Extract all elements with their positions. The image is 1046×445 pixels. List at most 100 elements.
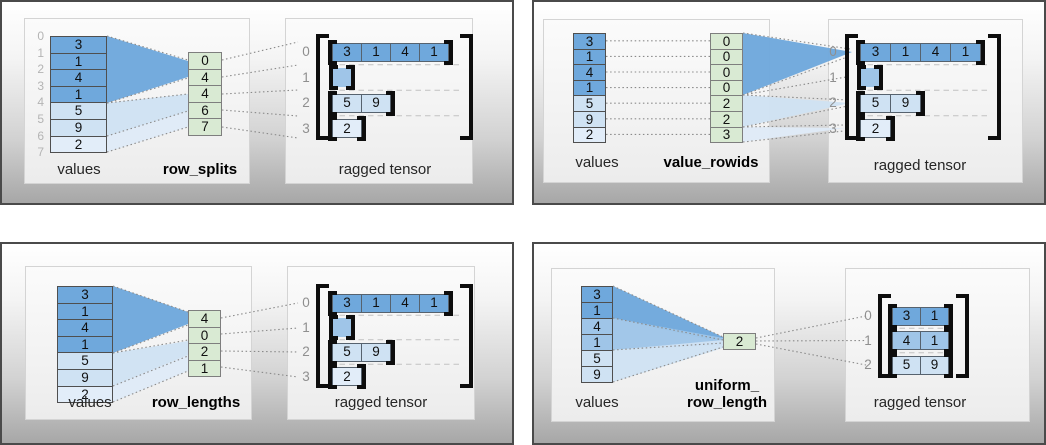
tensor-cell: 2 [332,119,362,138]
tensor-row-index-label: 0 [864,308,872,323]
tensor-open-bracket [316,284,329,388]
tensor-open-bracket [878,294,891,378]
value-index-label: 5 [37,112,44,126]
value-index-label: 0 [37,29,44,43]
tensor-label: ragged tensor [338,161,432,178]
row-open-bracket [328,116,337,141]
method-label: uniform_ row_length [686,377,768,411]
row-open-bracket [328,339,337,365]
tensor-row-index-label: 3 [302,120,310,136]
tensor-row-index-label: 1 [829,69,837,85]
method-cell: 3 [710,126,743,144]
method-cell: 0 [188,52,222,70]
value-cell: 1 [57,302,113,321]
tensor-cell: 3 [332,293,362,313]
row-close-bracket [444,290,453,316]
value-cell: 1 [581,302,613,319]
row-open-bracket [329,315,338,340]
tensor-cell: 4 [390,42,420,62]
value-cell: 1 [581,334,613,351]
tensor-cell: 1 [950,42,981,62]
value-cell: 3 [573,33,606,50]
tensor-cell: 2 [860,119,891,138]
value-cell: 9 [50,119,107,137]
row-open-bracket [329,65,338,90]
tensor-close-bracket [460,284,473,388]
method-cell: 4 [188,85,222,103]
tensor-cell: 4 [390,293,420,313]
tensor-cell: 1 [419,42,449,62]
value-index-label: 1 [37,45,44,60]
value-cell: 4 [573,64,606,81]
row-close-bracket [346,65,355,90]
tensor-row-index-label: 2 [829,95,837,110]
row-open-bracket [888,328,897,353]
value-cell: 3 [581,286,613,303]
tensor-row-index-label: 0 [829,44,837,59]
row-open-bracket [328,364,337,389]
value-cell: 4 [581,318,613,335]
method-cell: 0 [710,48,743,66]
method-label: row_splits [162,161,238,178]
tensor-cell: 9 [361,93,391,113]
tensor-close-bracket [460,34,473,140]
value-cell: 1 [573,48,606,66]
row-open-bracket [888,352,897,378]
row-close-bracket [886,116,895,141]
row-open-bracket [328,90,337,116]
value-cell: 1 [57,335,113,354]
row-close-bracket [357,116,366,141]
tensor-row-index-label: 2 [864,357,872,372]
method-label: row_lengths [151,394,241,411]
value-cell: 3 [57,286,113,304]
tensor-cell: 1 [419,293,449,313]
row-open-bracket [856,39,865,65]
value-cell: 5 [50,102,107,120]
values-label: values [575,154,619,171]
value-cell: 1 [50,52,107,71]
row-open-bracket [888,303,897,329]
value-cell: 1 [573,79,606,97]
method-cell: 0 [710,79,743,97]
method-cell: 1 [188,359,221,377]
tensor-row-index-label: 1 [864,332,872,348]
row-close-bracket [874,65,883,90]
method-cell: 2 [710,111,743,128]
row-open-bracket [856,90,865,116]
row-open-bracket [328,39,337,65]
tensor-row-index-label: 3 [829,120,837,136]
values-label: values [68,394,112,411]
row-close-bracket [944,303,953,329]
row-close-bracket [944,328,953,353]
tensor-row-index-label: 3 [302,368,310,384]
tensor-cell: 1 [920,331,949,350]
value-cell: 5 [573,95,606,112]
row-close-bracket [346,315,355,340]
method-cell: 7 [188,118,222,136]
tensor-cell: 1 [890,42,921,62]
tensor-cell: 1 [361,293,391,313]
value-cell: 9 [573,111,606,128]
value-cell: 5 [57,352,113,370]
method-cell: 2 [710,95,743,112]
values-label: values [57,161,101,178]
method-cell: 4 [188,68,222,87]
empty-row-fill [861,68,879,87]
row-close-bracket [976,39,985,65]
empty-row-fill [333,68,351,87]
values-label: values [575,394,619,411]
value-index-label: 2 [37,62,44,77]
method-cell: 0 [710,64,743,81]
row-close-bracket [386,339,395,365]
method-cell: 4 [188,310,221,328]
value-index-label: 3 [37,78,44,93]
value-cell: 5 [581,350,613,367]
value-cell: 2 [50,135,107,154]
tensor-cell: 4 [892,331,921,350]
tensor-row-index-label: 2 [302,344,310,359]
tensor-row-index-label: 1 [302,319,310,335]
tensor-cell: 3 [332,42,362,62]
tensor-row-index-label: 0 [302,295,310,310]
tensor-cell: 4 [920,42,951,62]
method-cell: 2 [723,333,756,350]
